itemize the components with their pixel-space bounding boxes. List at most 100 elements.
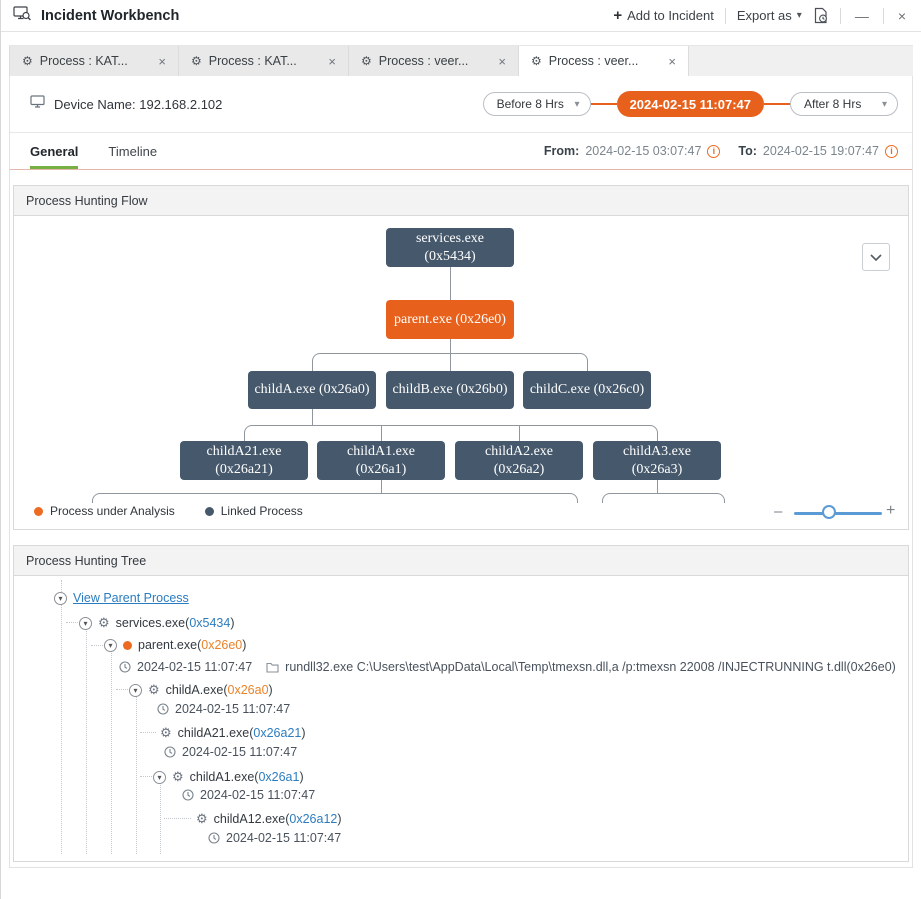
process-name[interactable]: childA21.exe0x26a21 xyxy=(178,726,306,740)
tree-row-childA-detail: 2024-02-15 11:07:47 xyxy=(157,702,290,716)
add-to-incident-button[interactable]: + Add to Incident xyxy=(613,7,714,24)
tree-guide-line xyxy=(160,783,161,854)
chevron-down-icon: ▾ xyxy=(796,10,802,21)
event-time: 2024-02-15 11:07:47 xyxy=(200,788,316,802)
report-history-button[interactable] xyxy=(813,7,829,24)
zoom-slider-track[interactable] xyxy=(794,512,882,515)
pivot-connector-line xyxy=(764,103,790,105)
to-value: 2024-02-15 19:07:47 xyxy=(762,144,879,158)
process-tree: ▾ View Parent Process ▾ ⚙ services.exe0x… xyxy=(14,576,908,861)
flow-node-childA[interactable]: childA.exe (0x26a0) xyxy=(248,371,376,409)
tree-guide-stub xyxy=(164,818,191,819)
flow-connector xyxy=(381,480,382,493)
process-pid: 0x26e0 xyxy=(197,638,246,652)
tab-process-1[interactable]: ⚙ Process : KAT... × xyxy=(9,46,179,76)
tree-guide-line xyxy=(86,628,87,854)
process-name[interactable]: childA1.exe0x26a1 xyxy=(190,770,304,784)
chevron-down-icon: ▾ xyxy=(881,98,887,110)
collapse-flow-button[interactable] xyxy=(862,243,890,271)
flow-node-childB[interactable]: childB.exe (0x26b0) xyxy=(386,371,514,409)
flow-connector xyxy=(602,493,725,503)
process-name[interactable]: childA.exe0x26a0 xyxy=(166,683,273,697)
tab-process-2[interactable]: ⚙ Process : KAT... × xyxy=(179,46,349,76)
window-header: Incident Workbench + Add to Incident Exp… xyxy=(1,0,921,32)
flow-legend: Process under Analysis Linked Process xyxy=(34,504,303,518)
page-title: Incident Workbench xyxy=(41,7,180,24)
tab-timeline[interactable]: Timeline xyxy=(108,143,158,159)
flow-diagram: services.exe (0x5434) parent.exe (0x26e0… xyxy=(14,216,908,529)
tree-panel-title: Process Hunting Tree xyxy=(14,546,908,576)
process-icon: ⚙ xyxy=(148,682,160,697)
before-hours-select[interactable]: Before 8 Hrs ▾ xyxy=(482,92,591,116)
tree-guide-stub xyxy=(140,776,152,777)
flow-panel-title: Process Hunting Flow xyxy=(14,186,908,216)
zoom-slider-handle[interactable] xyxy=(822,505,836,519)
tree-guide-stub xyxy=(140,732,156,733)
pivot-time-button[interactable]: 2024-02-15 11:07:47 xyxy=(616,91,764,117)
add-to-incident-label: Add to Incident xyxy=(627,8,714,23)
tree-guide-line xyxy=(111,651,112,854)
zoom-out-icon[interactable]: – xyxy=(774,503,783,520)
expand-toggle-icon[interactable]: ▾ xyxy=(153,770,166,784)
flow-canvas[interactable]: services.exe (0x5434) parent.exe (0x26e0… xyxy=(14,216,908,503)
process-tabstrip: ⚙ Process : KAT... × ⚙ Process : KAT... … xyxy=(9,45,913,76)
time-range: From: 2024-02-15 03:07:47 i To: 2024-02-… xyxy=(544,144,898,158)
tree-guide-stub xyxy=(116,689,128,690)
expand-toggle-icon[interactable]: ▾ xyxy=(104,638,117,652)
tree-row-services: ▾ ⚙ services.exe0x5434 xyxy=(79,615,235,631)
tree-guide-stub xyxy=(91,645,103,646)
expand-toggle-icon[interactable]: ▾ xyxy=(79,616,92,630)
event-time: 2024-02-15 11:07:47 xyxy=(175,702,291,716)
flow-node-childA21[interactable]: childA21.exe (0x26a21) xyxy=(180,441,308,480)
time-pivot-controls: Before 8 Hrs ▾ 2024-02-15 11:07:47 After… xyxy=(482,91,898,117)
flow-node-services[interactable]: services.exe (0x5434) xyxy=(386,228,514,267)
zoom-in-icon[interactable]: + xyxy=(886,502,896,519)
close-button[interactable]: × xyxy=(897,7,906,24)
close-tab-icon[interactable]: × xyxy=(158,53,166,69)
process-icon: ⚙ xyxy=(98,615,110,630)
tree-row-parent-detail: 2024-02-15 11:07:47 rundll32.exe C:\User… xyxy=(119,660,896,674)
export-as-label: Export as xyxy=(736,8,792,23)
flow-connector xyxy=(450,339,451,353)
orange-dot-icon xyxy=(34,506,43,516)
close-tab-icon[interactable]: × xyxy=(498,53,506,69)
flow-node-childC[interactable]: childC.exe (0x26c0) xyxy=(523,371,651,409)
close-tab-icon[interactable]: × xyxy=(668,53,676,69)
after-hours-select[interactable]: After 8 Hrs ▾ xyxy=(790,92,898,116)
minimize-button[interactable]: — xyxy=(854,7,869,24)
legend-linked-process: Linked Process xyxy=(204,504,303,518)
flow-node-childA2[interactable]: childA2.exe (0x26a2) xyxy=(455,441,583,480)
workbench-icon xyxy=(13,5,32,26)
expand-toggle-icon[interactable]: ▾ xyxy=(54,591,67,605)
from-label: From: xyxy=(543,144,580,158)
tree-row-childA1-detail: 2024-02-15 11:07:47 xyxy=(182,788,315,802)
tab-process-4-active[interactable]: ⚙ Process : veer... × xyxy=(519,46,689,76)
slate-dot-icon xyxy=(204,506,214,516)
clock-icon xyxy=(208,832,220,844)
tree-row-childA21: ⚙ childA21.exe0x26a21 xyxy=(160,725,306,741)
tab-label: Process : KAT... xyxy=(208,54,297,68)
flow-node-parent[interactable]: parent.exe (0x26e0) xyxy=(386,300,514,339)
view-parent-process-link[interactable]: View Parent Process xyxy=(73,591,189,605)
flow-connector xyxy=(657,480,658,493)
tree-row-childA21-detail: 2024-02-15 11:07:47 xyxy=(164,745,297,759)
flow-node-childA1[interactable]: childA1.exe (0x26a1) xyxy=(317,441,445,480)
expand-toggle-icon[interactable]: ▾ xyxy=(129,683,142,697)
info-icon[interactable]: i xyxy=(707,144,721,158)
flow-connector xyxy=(381,425,382,441)
process-pid: 0x26a1 xyxy=(254,770,303,784)
tree-row-childA: ▾ ⚙ childA.exe0x26a0 xyxy=(129,682,273,698)
process-name[interactable]: services.exe0x5434 xyxy=(116,616,235,630)
info-icon[interactable]: i xyxy=(885,144,898,158)
process-name[interactable]: parent.exe0x26e0 xyxy=(138,638,246,652)
close-tab-icon[interactable]: × xyxy=(328,53,336,69)
tab-general[interactable]: General xyxy=(30,133,79,169)
tab-process-3[interactable]: ⚙ Process : veer... × xyxy=(349,46,519,76)
process-pid: 0x26a12 xyxy=(285,812,341,826)
process-icon: ⚙ xyxy=(160,725,172,740)
flow-node-childA3[interactable]: childA3.exe (0x26a3) xyxy=(593,441,721,480)
process-name[interactable]: childA12.exe0x26a12 xyxy=(214,812,342,826)
tree-row-view-parent: ▾ View Parent Process xyxy=(54,591,189,605)
export-as-button[interactable]: Export as ▾ xyxy=(737,8,802,23)
